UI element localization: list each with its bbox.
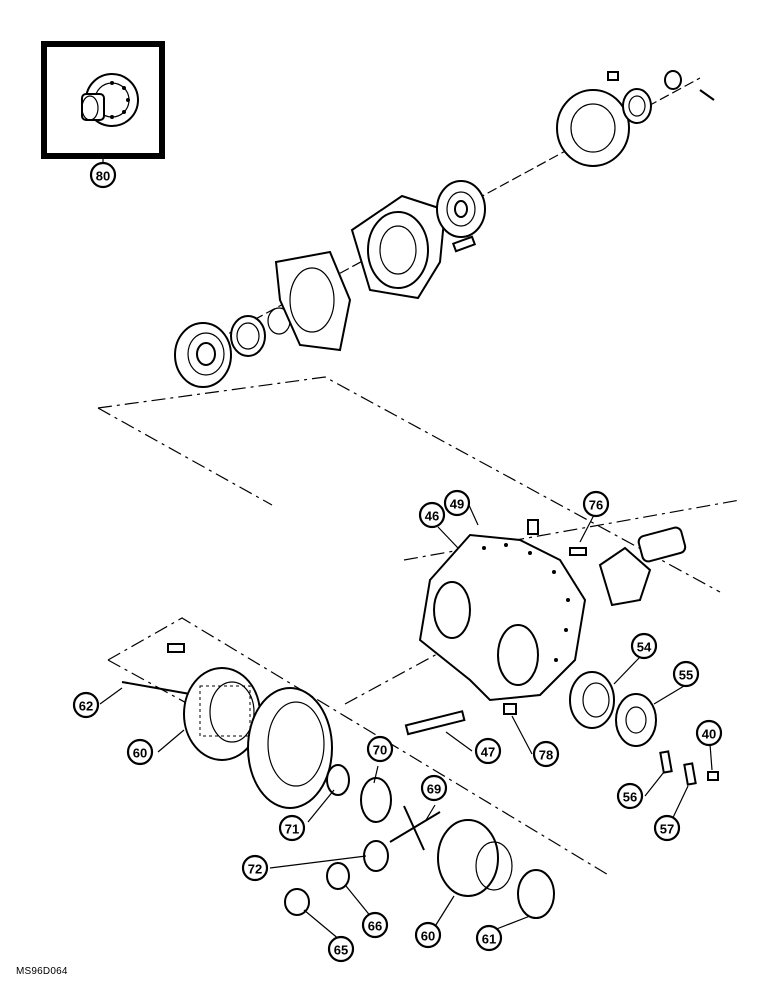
callout-4: 55 <box>672 660 700 688</box>
callout-12: 70 <box>366 735 394 763</box>
callout-label: 61 <box>482 932 496 947</box>
callout-label: 69 <box>427 782 441 797</box>
seal-icon <box>622 88 652 124</box>
bearing-retainer-icon <box>615 693 657 747</box>
side-gear-icon <box>360 777 392 823</box>
ring-gear-icon <box>247 687 333 809</box>
upper-assembly <box>174 70 715 388</box>
callout-label: 78 <box>539 748 553 763</box>
callout-label: 49 <box>450 497 464 512</box>
end-cover-icon <box>556 89 630 167</box>
washer-icon <box>664 70 682 90</box>
long-bolt-icon <box>121 681 191 695</box>
differential-housing-icon <box>418 533 587 702</box>
callout-13: 69 <box>420 774 448 802</box>
bolt-47-icon <box>404 710 466 736</box>
callout-2: 76 <box>582 490 610 518</box>
bolt-icon <box>451 235 477 253</box>
bearing-cage-icon <box>350 194 447 300</box>
callout-label: 60 <box>421 929 435 944</box>
case-half-icon <box>437 819 513 897</box>
callout-label: 70 <box>373 743 387 758</box>
callout-19: 61 <box>475 924 503 952</box>
callout-label: 71 <box>285 822 299 837</box>
bearing-cone-icon <box>517 869 555 919</box>
alignment-line-left <box>97 407 273 506</box>
bearing-right-icon <box>436 180 486 238</box>
inset-panel <box>41 41 165 159</box>
callout-inset: 80 <box>89 161 117 189</box>
pinion-gear-icon <box>598 526 687 607</box>
callout-8: 62 <box>72 691 100 719</box>
callout-label: 66 <box>368 919 382 934</box>
callout-label: 80 <box>96 169 110 184</box>
spider-icon <box>389 805 441 851</box>
cap-icon <box>284 888 310 916</box>
callout-10: 47 <box>474 737 502 765</box>
callout-label: 62 <box>79 699 93 714</box>
callout-16: 66 <box>361 911 389 939</box>
callout-15: 72 <box>241 854 269 882</box>
reference-code: MS96D064 <box>16 966 68 977</box>
bearing-left-icon <box>174 322 232 388</box>
callout-label: 54 <box>637 640 652 655</box>
callout-label: 46 <box>425 509 439 524</box>
callout-9: 60 <box>126 738 154 766</box>
bearing-race-icon <box>230 315 266 357</box>
callout-5: 40 <box>695 719 723 747</box>
callout-1: 49 <box>443 489 471 517</box>
callout-7: 57 <box>653 814 681 842</box>
callout-label: 76 <box>589 498 603 513</box>
callout-label: 47 <box>481 745 495 760</box>
callout-17: 65 <box>327 935 355 963</box>
alignment-line-bottom <box>107 617 611 877</box>
thrust-washer-icon <box>326 764 350 796</box>
callout-18: 60 <box>414 921 442 949</box>
callout-0: 46 <box>418 501 446 529</box>
callout-label: 57 <box>660 822 674 837</box>
callout-6: 56 <box>616 782 644 810</box>
alignment-line-top <box>97 376 721 593</box>
callout-11: 78 <box>532 740 560 768</box>
callout-label: 40 <box>702 727 716 742</box>
callout-3: 54 <box>630 632 658 660</box>
flange-hub-icon <box>81 73 139 127</box>
callout-label: 65 <box>334 943 348 958</box>
pinion-mate-gear-icon <box>363 840 389 872</box>
callout-label: 72 <box>248 862 262 877</box>
callout-14: 71 <box>278 814 306 842</box>
callout-label: 56 <box>623 790 637 805</box>
bearing-54-icon <box>569 671 615 729</box>
gasket-icon <box>274 250 352 352</box>
callout-label: 55 <box>679 668 693 683</box>
mate-washer-icon <box>326 862 350 890</box>
callout-label: 60 <box>133 746 147 761</box>
